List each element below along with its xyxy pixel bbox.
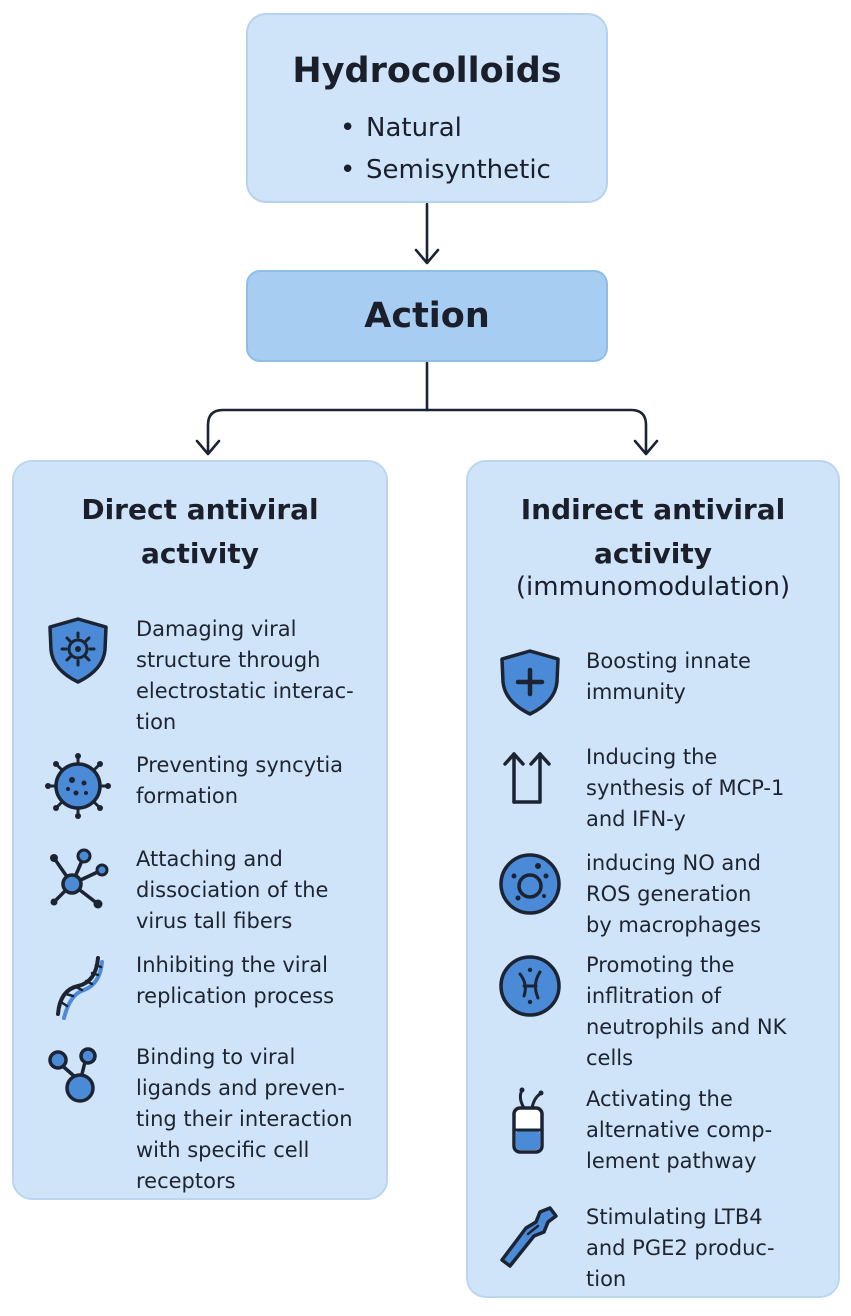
hydrocolloids-type-list: Natural Semisynthetic xyxy=(340,107,551,191)
item-text: Damaging viral structure through electro… xyxy=(136,617,354,734)
virus-cell-icon xyxy=(45,753,111,819)
nk-cell-icon xyxy=(499,955,561,1017)
direct-antiviral-panel: Direct antiviral activity Damaging viral… xyxy=(12,460,388,1200)
direct-antiviral-title: Direct antiviral activity xyxy=(81,493,319,570)
hydrocolloids-title: Hydrocolloids xyxy=(292,51,562,91)
immunomodulation-subtitle: (immunomodulation) xyxy=(515,572,791,602)
item-text: inducing NO and ROS generation by macrop… xyxy=(586,851,762,937)
item-text: Promoting the inflitration of neutrophil… xyxy=(586,953,787,1070)
item-text: Attaching and dissociation of the virus … xyxy=(136,847,329,933)
tissue-icon xyxy=(500,1206,558,1268)
dna-helix-icon xyxy=(56,956,104,1020)
up-arrows-icon xyxy=(503,752,551,804)
item-text: Inducing the synthesis of MCP-1 and IFN-… xyxy=(586,745,785,831)
indirect-antiviral-panel: Indirect antiviral activity (immunomodul… xyxy=(466,460,840,1298)
fiber-network-icon xyxy=(50,848,109,909)
shield-virus-icon xyxy=(48,617,108,684)
action-title: Action xyxy=(364,296,490,336)
shield-plus-icon xyxy=(500,649,560,716)
hydrocolloids-box: Hydrocolloids Natural Semisynthetic xyxy=(246,13,608,203)
type-natural: Natural xyxy=(340,107,551,149)
action-box: Action xyxy=(246,270,608,362)
molecule-icon xyxy=(48,1047,97,1103)
item-text: Inhibiting the viral replication process xyxy=(136,953,335,1008)
item-text: Activating the alternative comp- lement … xyxy=(586,1087,773,1173)
connector-branch xyxy=(206,408,648,454)
item-text: Binding to viral ligands and preven- tin… xyxy=(136,1045,353,1193)
item-text: Stimulating LTB4 and PGE2 produc- tion xyxy=(586,1205,775,1291)
indirect-antiviral-title: Indirect antiviral activity xyxy=(520,493,786,570)
type-semisynthetic: Semisynthetic xyxy=(340,149,551,191)
item-text: Boosting innate immunity xyxy=(586,649,751,704)
item-text: Preventing syncytia formation xyxy=(136,753,344,808)
complement-icon xyxy=(512,1087,544,1154)
macrophage-icon xyxy=(499,853,561,915)
